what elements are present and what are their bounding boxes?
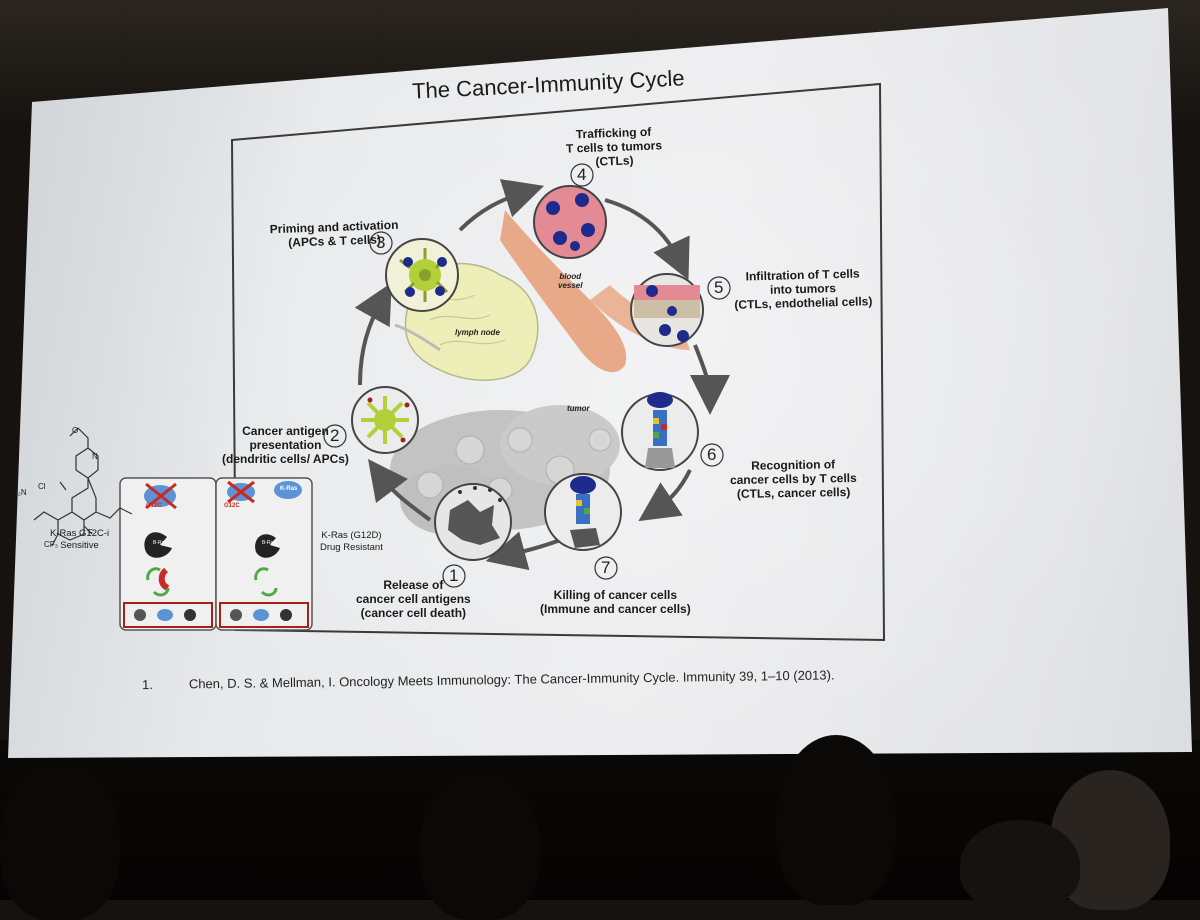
chem-f-label: F bbox=[88, 528, 93, 537]
diagram-frame bbox=[230, 82, 886, 642]
box2-braf-label: B-Raf bbox=[262, 540, 275, 546]
antigen-presentation-circle bbox=[351, 386, 419, 454]
priming-circle bbox=[385, 238, 459, 312]
kras-sensitive-line-1: K-Ras G12C-i bbox=[50, 528, 110, 539]
chem-n-label: N bbox=[92, 452, 98, 461]
audience-head-center bbox=[420, 770, 540, 920]
step-6-number: 6 bbox=[707, 445, 717, 464]
blood-vessel-label: blood vessel bbox=[558, 272, 582, 290]
trafficking-circle bbox=[533, 185, 607, 259]
infiltration-circle bbox=[630, 273, 704, 347]
step-4-number: 4 bbox=[577, 165, 587, 184]
step-7-line-1: Killing of cancer cells bbox=[553, 588, 678, 602]
tumor-label: tumor bbox=[567, 404, 590, 413]
chem-o-label: O bbox=[72, 426, 79, 435]
audience-head-left bbox=[0, 760, 120, 920]
step-3-number: 3 bbox=[376, 233, 386, 252]
audience-head-far-right bbox=[960, 820, 1080, 910]
step-1-line-2: cancer cell antigens bbox=[356, 592, 471, 606]
box1-braf-label: B-Raf bbox=[153, 540, 166, 546]
chemical-structure bbox=[33, 427, 133, 547]
box2-kras-label: K-Ras bbox=[280, 486, 298, 492]
projection-screen bbox=[8, 8, 1192, 758]
kras-sensitive-line-2: Sensitive bbox=[60, 540, 99, 551]
screen-glare bbox=[8, 8, 1192, 758]
step-2-label: Cancer antigen presentation (dendritic c… bbox=[222, 424, 349, 466]
kras-sensitive-label: K-Ras G12C-i Sensitive bbox=[50, 528, 109, 552]
step-1-number: 1 bbox=[449, 566, 459, 585]
chem-cf3-label: CF₃ bbox=[44, 540, 58, 549]
step-2-line-2: presentation bbox=[249, 438, 322, 452]
step-2-line-3: (dendritic cells/ APCs) bbox=[222, 452, 349, 466]
kras-resistant-line-1: K-Ras (G12D) bbox=[321, 530, 382, 541]
lymph-node-label: lymph node bbox=[455, 328, 500, 337]
step-1-line-3: (cancer cell death) bbox=[360, 606, 467, 620]
blood-vessel-line-2: vessel bbox=[558, 281, 583, 290]
step-7-label: Killing of cancer cells (Immune and canc… bbox=[540, 588, 691, 616]
step-1-label: Release of cancer cell antigens (cancer … bbox=[356, 578, 471, 620]
step-2-number: 2 bbox=[330, 426, 340, 445]
audience-head-center-right bbox=[776, 735, 896, 905]
recognition-circle bbox=[621, 392, 699, 471]
step-6-line-3: (CTLs, cancer cells) bbox=[736, 485, 851, 501]
kras-resistant-box bbox=[215, 477, 313, 631]
killing-circle bbox=[544, 473, 622, 551]
step-4-label: Trafficking of T cells to tumors (CTLs) bbox=[565, 124, 662, 169]
step-5-number: 5 bbox=[714, 278, 724, 297]
step-2-line-1: Cancer antigen bbox=[242, 424, 329, 438]
step-7-number: 7 bbox=[601, 558, 611, 577]
chem-h2n-label: H₂N bbox=[12, 488, 27, 497]
step-7-line-2: (Immune and cancer cells) bbox=[540, 602, 691, 616]
step-6-label: Recognition of cancer cells by T cells (… bbox=[730, 457, 857, 501]
step-5-label: Infiltration of T cells into tumors (CTL… bbox=[733, 266, 872, 312]
kras-resistant-label: K-Ras (G12D) Drug Resistant bbox=[320, 530, 383, 554]
release-circle bbox=[434, 483, 512, 561]
step-number-circles bbox=[323, 163, 731, 588]
box2-g12c-label: G12C bbox=[224, 503, 240, 509]
blood-vessel-line-1: blood bbox=[559, 272, 582, 281]
box1-g12c-label: G12C bbox=[146, 503, 162, 509]
step-1-line-1: Release of bbox=[383, 578, 444, 592]
citation-number: 1. bbox=[141, 676, 153, 693]
cycle-arrows bbox=[354, 179, 730, 571]
kras-sensitive-box bbox=[119, 477, 217, 631]
cancer-immunity-diagram bbox=[33, 82, 886, 642]
kras-resistant-line-2: Drug Resistant bbox=[320, 542, 383, 553]
chem-cl-label: Cl bbox=[38, 482, 46, 491]
